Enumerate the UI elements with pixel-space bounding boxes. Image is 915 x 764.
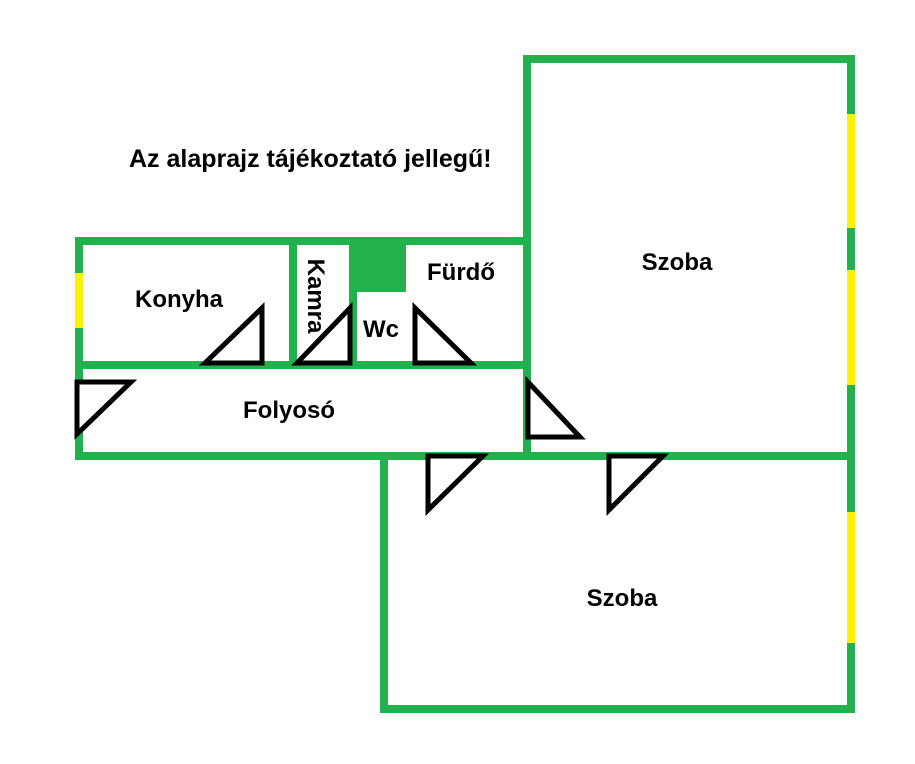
door-swing-szoba-also-b: [606, 453, 670, 517]
solid-wall-block-wc: [353, 237, 406, 292]
wall-szoba-also-left: [380, 452, 388, 713]
plan-disclaimer-title: Az alaprajz tájékoztató jellegű!: [129, 145, 492, 173]
wall-konyha-kamra-divider: [289, 237, 297, 369]
window-konyha: [75, 273, 83, 328]
room-label-konyha: Konyha: [134, 286, 224, 313]
room-label-szoba-felso: Szoba: [641, 249, 713, 276]
room-label-kamra: Kamra: [302, 258, 329, 334]
wall-kamra-right: [349, 237, 357, 369]
wall-szoba-felso-left: [523, 55, 531, 460]
wall-left-exterior: [75, 237, 83, 460]
window-szoba-felso-upper: [847, 114, 855, 228]
door-swing-konyha: [198, 302, 265, 366]
door-swing-furdo: [412, 302, 478, 366]
room-label-wc: Wc: [363, 316, 399, 343]
room-label-furdo: Fürdő: [427, 259, 495, 286]
wall-szoba-felso-top: [523, 55, 855, 63]
window-szoba-also: [847, 512, 855, 643]
room-label-folyoso: Folyosó: [242, 397, 336, 424]
door-swing-szoba-felso: [525, 375, 586, 440]
wall-middle-horizontal: [75, 452, 855, 460]
wall-szoba-also-bottom: [380, 705, 855, 713]
wall-kitchen-block-top: [75, 237, 531, 245]
wall-konyha-folyoso-divider: [75, 361, 531, 369]
door-swing-szoba-also-a: [425, 453, 490, 516]
door-swing-folyoso-entry: [74, 379, 138, 440]
window-szoba-felso-lower: [847, 270, 855, 385]
room-label-szoba-also: Szoba: [586, 585, 658, 612]
